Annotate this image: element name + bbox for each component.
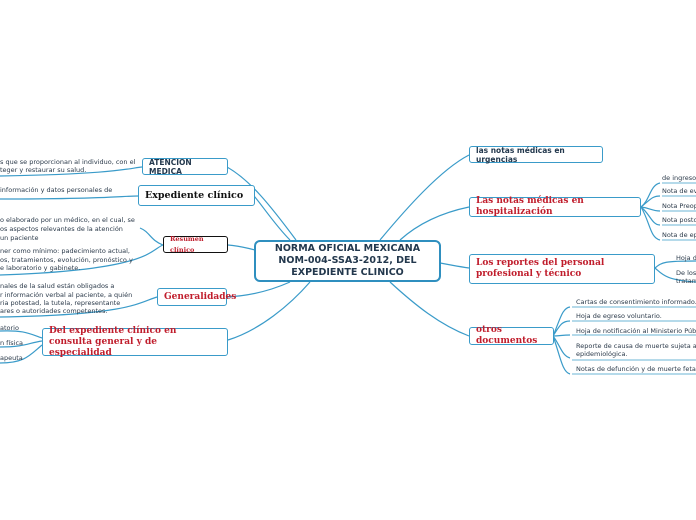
branch-expediente-clinico[interactable]: Expediente clínico [138,185,255,206]
branch-expediente-clinico-label: Expediente clínico [145,190,244,201]
branch-resumen-clinico[interactable]: Resumen clínico [163,234,228,254]
otros-documentos-detail-4: Reporte de causa de muerte sujeta a [576,342,696,350]
hospitalizacion-detail-2: Nota de ev [662,187,696,195]
hospitalizacion-detail-5: Nota de ep [662,231,696,239]
consulta-detail-1: atorio [0,324,19,332]
branch-otros-documentos-label: otros documentos [476,325,538,346]
resumen-clinico-detail-1: o elaborado por un médico, en el cual, s… [0,216,135,224]
hospitalizacion-detail-1: de ingreso [662,174,696,182]
branch-reportes-personal[interactable]: Los reportes del personal profesional y … [469,254,655,284]
expediente-clinico-detail-1: información y datos personales de [0,186,113,194]
generalidades-detail-4: ares o autoridades competentes. [0,307,108,315]
branch-notas-urgencias-label: las notas médicas en urgencias [476,145,565,164]
branch-otros-documentos[interactable]: otros documentos [469,325,554,346]
branch-consulta-general[interactable]: Del expediente clínico en consulta gener… [42,325,228,358]
branch-notas-hospitalizacion[interactable]: Las notas médicas en hospitalización [469,196,641,217]
branch-atencion-medica-label: ATENCION MEDICA [149,157,192,176]
otros-documentos-detail-2: Hoja de egreso voluntario. [576,312,662,320]
reportes-detail-1: Hoja d [676,254,696,262]
resumen-clinico-detail-5: os, tratamientos, evolución, pronóstico … [0,256,133,264]
generalidades-detail-1: nales de la salud están obligados a [0,282,115,290]
otros-documentos-detail-6: Notas de defunción y de muerte feta [576,365,696,373]
branch-generalidades-label: Generalidades [164,291,237,302]
otros-documentos-detail-1: Cartas de consentimiento informado. [576,298,696,306]
otros-documentos-detail-3: Hoja de notificación al Ministerio Públ [576,327,696,335]
resumen-clinico-detail-4: ner como mínimo: padecimiento actual, [0,247,130,255]
branch-consulta-general-label: Del expediente clínico en consulta gener… [49,325,177,358]
branch-resumen-clinico-label: Resumen clínico [170,234,204,254]
atencion-medica-detail-1: s que se proporcionan al individuo, con … [0,158,136,166]
hospitalizacion-detail-3: Nota Preop [662,202,696,210]
branch-notas-hospitalizacion-label: Las notas médicas en hospitalización [476,196,584,217]
generalidades-detail-3: ria potestad, la tutela, representante [0,299,121,307]
resumen-clinico-detail-2: os aspectos relevantes de la atención [0,225,123,233]
resumen-clinico-detail-6: e laboratorio y gabinete. [0,264,81,272]
reportes-detail-3: tratam [676,277,696,285]
consulta-detail-2: n física [0,339,24,347]
hospitalizacion-detail-4: Nota postc [662,216,696,224]
reportes-detail-2: De los [676,269,696,277]
branch-atencion-medica[interactable]: ATENCION MEDICA [142,157,228,176]
branch-notas-urgencias[interactable]: las notas médicas en urgencias [469,145,603,164]
consulta-detail-3: apeuta [0,354,23,362]
atencion-medica-detail-2: teger y restaurar su salud. [0,166,87,174]
resumen-clinico-detail-3: un paciente [0,234,39,242]
generalidades-detail-2: r información verbal al paciente, a quié… [0,291,133,299]
otros-documentos-detail-5: epidemiológica. [576,350,628,358]
branch-generalidades[interactable]: Generalidades [157,288,236,306]
central-topic-label: NORMA OFICIAL MEXICANA NOM-004-SSA3-2012… [274,243,421,278]
central-topic[interactable]: NORMA OFICIAL MEXICANA NOM-004-SSA3-2012… [254,240,441,282]
branch-reportes-personal-label: Los reportes del personal profesional y … [476,258,605,279]
